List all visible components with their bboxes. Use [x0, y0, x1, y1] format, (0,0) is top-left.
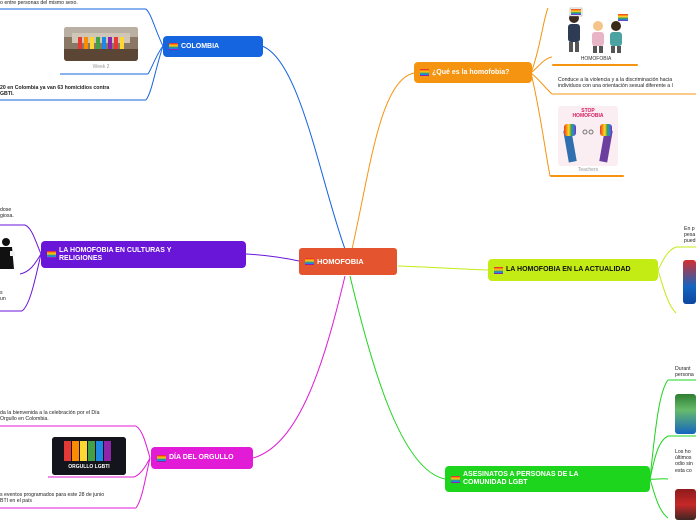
- branch-asesinatos-label: ASESINATOS A PERSONAS DE LA COMUNIDAD LG…: [463, 471, 579, 486]
- orgullo-note-2: s eventos programados para este 28 de ju…: [0, 492, 105, 505]
- stop-homophobia-image: [558, 106, 618, 166]
- asesinatos-photo-2[interactable]: [675, 489, 696, 520]
- central-topic-label: HOMOFOBIA: [317, 256, 364, 266]
- people-illustration[interactable]: [560, 6, 632, 54]
- branch-asesinatos-lgbt[interactable]: ASESINATOS A PERSONAS DE LA COMUNIDAD LG…: [445, 466, 650, 492]
- orgullo-lgbti-banner[interactable]: ORGULLO LGBTI: [52, 437, 126, 475]
- actualidad-note: En p pesa pued: [684, 226, 696, 245]
- rainbow-flag-icon: [47, 251, 56, 258]
- religious-figure-illustration[interactable]: [0, 233, 17, 273]
- connector-actualidad: [397, 265, 489, 271]
- connector-culturas: [245, 253, 300, 262]
- asesinatos-photo-1[interactable]: [675, 394, 696, 434]
- actualidad-photo[interactable]: [683, 260, 696, 304]
- orgullo-banner-image: [52, 437, 126, 475]
- branch-culturas-religiones[interactable]: LA HOMOFOBIA EN CULTURAS Y RELIGIONES: [41, 241, 246, 268]
- orgullo-banner-text: ORGULLO LGBTI: [68, 464, 110, 470]
- stop-illustration-caption: Teachers: [577, 167, 599, 173]
- pride-photo-caption: Week 2: [92, 64, 110, 70]
- branch-colombia[interactable]: COLOMBIA: [163, 36, 263, 57]
- connector-que-es: [351, 72, 415, 250]
- stop-homophobia-text: STOP HOMOFOBIA: [572, 108, 604, 119]
- branch-actualidad-label: LA HOMOFOBIA EN LA ACTUALIDAD: [506, 266, 631, 273]
- rainbow-flag-icon: [494, 266, 503, 274]
- rainbow-flag-icon: [169, 43, 178, 50]
- branch-que-es-label: ¿Qué es la homofobia?: [432, 68, 510, 76]
- pride-crowd-photo[interactable]: [64, 27, 138, 61]
- connector-colombia: [261, 45, 346, 250]
- culturas-note-1: dose giosa.: [0, 207, 14, 220]
- caption-underline: [552, 64, 638, 66]
- rainbow-flag-icon: [420, 69, 429, 76]
- rainbow-flag-icon: [451, 475, 460, 483]
- religious-figure-image: [0, 238, 15, 269]
- branch-que-es-la-homofobia[interactable]: ¿Qué es la homofobia?: [414, 62, 532, 83]
- central-topic[interactable]: HOMOFOBIA: [299, 248, 397, 275]
- people-illustration-image: [568, 7, 628, 53]
- branch-orgullo-label: DÍA DEL ORGULLO: [169, 454, 234, 461]
- que-es-note: Conduce a la violencia y a la discrimina…: [558, 77, 673, 90]
- connector-orgullo: [252, 275, 346, 459]
- people-illustration-caption: HOMOFOBIA: [580, 56, 612, 62]
- asesinatos-note-2: Los ho últimos odio sin esta co: [675, 449, 693, 474]
- caption-underline: [550, 175, 624, 177]
- rainbow-flag-icon: [305, 258, 314, 265]
- rainbow-flag-icon: [157, 454, 166, 462]
- colombia-note-1: o entre personas del mismo sexo.: [0, 0, 78, 6]
- branch-culturas-label: LA HOMOFOBIA EN CULTURAS Y RELIGIONES: [59, 246, 172, 262]
- culturas-note-2: s un: [0, 290, 6, 303]
- stop-homophobia-illustration[interactable]: STOP HOMOFOBIA: [558, 106, 618, 166]
- asesinatos-note-1: Durant persona: [675, 366, 694, 379]
- branch-colombia-label: COLOMBIA: [181, 42, 220, 50]
- branch-dia-del-orgullo[interactable]: DÍA DEL ORGULLO: [151, 447, 253, 469]
- orgullo-note-1: da la bienvenida a la celebración por el…: [0, 410, 100, 423]
- connector-asesinatos: [349, 275, 446, 480]
- branch-la-homofobia-en-la-actualidad[interactable]: LA HOMOFOBIA EN LA ACTUALIDAD: [488, 259, 658, 281]
- colombia-note-2: 20 en Colombia ya van 63 homicidios cont…: [0, 85, 110, 98]
- pride-crowd-image: [64, 27, 138, 61]
